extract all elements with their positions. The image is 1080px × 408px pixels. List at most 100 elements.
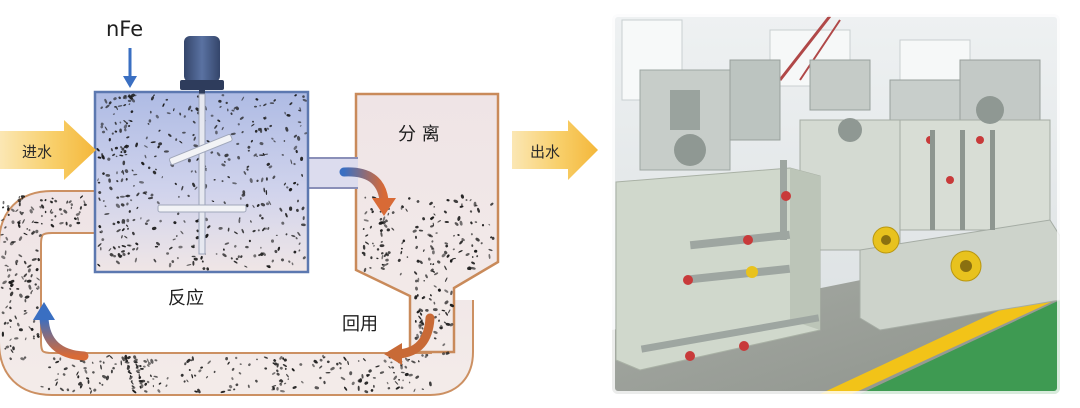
floc-particle bbox=[254, 105, 257, 108]
floc-particle bbox=[469, 199, 472, 202]
floc-particle bbox=[104, 205, 107, 208]
floc-particle bbox=[265, 177, 268, 181]
floc-particle bbox=[474, 249, 478, 253]
floc-particle bbox=[279, 356, 283, 360]
floc-particle bbox=[256, 204, 260, 207]
floc-particle bbox=[301, 380, 304, 384]
floc-particle bbox=[282, 364, 287, 367]
floc-particle bbox=[100, 247, 102, 251]
floc-particle bbox=[422, 217, 426, 221]
floc-particle bbox=[86, 377, 90, 380]
floc-particle bbox=[29, 209, 33, 214]
floc-particle bbox=[283, 140, 286, 142]
floc-particle bbox=[380, 231, 383, 237]
floc-particle bbox=[52, 357, 56, 361]
floc-particle bbox=[438, 313, 441, 316]
floc-particle bbox=[415, 375, 420, 379]
floc-particle bbox=[241, 96, 245, 101]
floc-particle bbox=[419, 323, 423, 327]
floc-particle bbox=[110, 148, 113, 152]
floc-particle bbox=[297, 231, 301, 237]
floc-particle bbox=[235, 356, 238, 360]
floc-particle bbox=[3, 240, 7, 243]
floc-particle bbox=[159, 219, 162, 223]
floc-particle bbox=[385, 258, 389, 262]
floc-particle bbox=[192, 260, 195, 266]
floc-particle bbox=[240, 255, 243, 258]
floc-particle bbox=[365, 241, 369, 245]
floc-particle bbox=[4, 250, 7, 256]
floc-particle bbox=[299, 363, 303, 366]
floc-particle bbox=[433, 213, 436, 216]
floc-particle bbox=[470, 221, 473, 225]
floc-particle bbox=[301, 206, 305, 211]
floc-particle bbox=[445, 351, 450, 354]
floc-particle bbox=[16, 322, 20, 327]
floc-particle bbox=[488, 223, 491, 226]
floc-particle bbox=[376, 257, 379, 260]
floc-particle bbox=[16, 287, 20, 290]
floc-particle bbox=[344, 386, 348, 391]
floc-particle bbox=[114, 363, 117, 365]
floc-particle bbox=[23, 310, 27, 312]
floc-particle bbox=[33, 221, 39, 224]
stirrer-icon bbox=[157, 93, 247, 255]
floc-particle bbox=[173, 108, 175, 112]
floc-particle bbox=[144, 154, 147, 159]
floc-particle bbox=[191, 374, 194, 379]
floc-particle bbox=[268, 165, 273, 169]
floc-particle bbox=[109, 186, 113, 191]
floc-particle bbox=[373, 245, 375, 247]
floc-particle bbox=[166, 112, 171, 115]
floc-particle bbox=[140, 217, 142, 220]
floc-particle bbox=[83, 200, 86, 205]
nfe-label: nFe bbox=[106, 17, 143, 41]
floc-particle bbox=[453, 199, 459, 203]
floc-particle bbox=[168, 262, 172, 268]
floc-particle bbox=[242, 190, 246, 195]
floc-particle bbox=[101, 375, 107, 379]
floc-particle bbox=[304, 132, 308, 135]
floc-particle bbox=[31, 258, 37, 261]
floc-particle bbox=[144, 222, 148, 226]
floc-particle bbox=[299, 107, 302, 112]
floc-particle bbox=[448, 309, 451, 314]
floc-particle bbox=[126, 244, 131, 247]
floc-particle bbox=[231, 109, 235, 112]
floc-particle bbox=[272, 362, 275, 365]
floc-particle bbox=[253, 254, 257, 258]
floc-particle bbox=[383, 359, 387, 363]
floc-particle bbox=[225, 101, 228, 105]
floc-particle bbox=[193, 136, 196, 141]
floc-particle bbox=[288, 206, 293, 211]
floc-particle bbox=[143, 360, 148, 363]
floc-particle bbox=[119, 254, 123, 258]
floc-particle bbox=[2, 200, 5, 205]
floc-particle bbox=[301, 223, 306, 227]
floc-particle bbox=[272, 175, 276, 179]
floc-particle bbox=[77, 216, 79, 221]
floc-particle bbox=[176, 212, 180, 216]
floc-particle bbox=[178, 245, 183, 249]
floc-particle bbox=[414, 271, 418, 275]
floc-particle bbox=[488, 248, 493, 252]
floc-particle bbox=[473, 201, 477, 207]
floc-particle bbox=[136, 206, 139, 210]
floc-particle bbox=[295, 237, 298, 240]
floc-particle bbox=[91, 361, 94, 364]
floc-particle bbox=[126, 224, 129, 227]
floc-particle bbox=[205, 167, 207, 170]
floc-particle bbox=[443, 321, 447, 324]
floc-particle bbox=[388, 366, 391, 369]
floc-particle bbox=[190, 109, 193, 112]
floc-particle bbox=[330, 367, 335, 371]
floc-particle bbox=[227, 227, 230, 232]
floc-particle bbox=[262, 252, 266, 256]
floc-particle bbox=[55, 360, 60, 364]
floc-particle bbox=[437, 288, 441, 292]
floc-particle bbox=[430, 245, 434, 250]
floc-particle bbox=[30, 291, 33, 295]
floc-particle bbox=[400, 371, 405, 374]
floc-particle bbox=[259, 142, 264, 146]
floc-particle bbox=[215, 253, 218, 255]
